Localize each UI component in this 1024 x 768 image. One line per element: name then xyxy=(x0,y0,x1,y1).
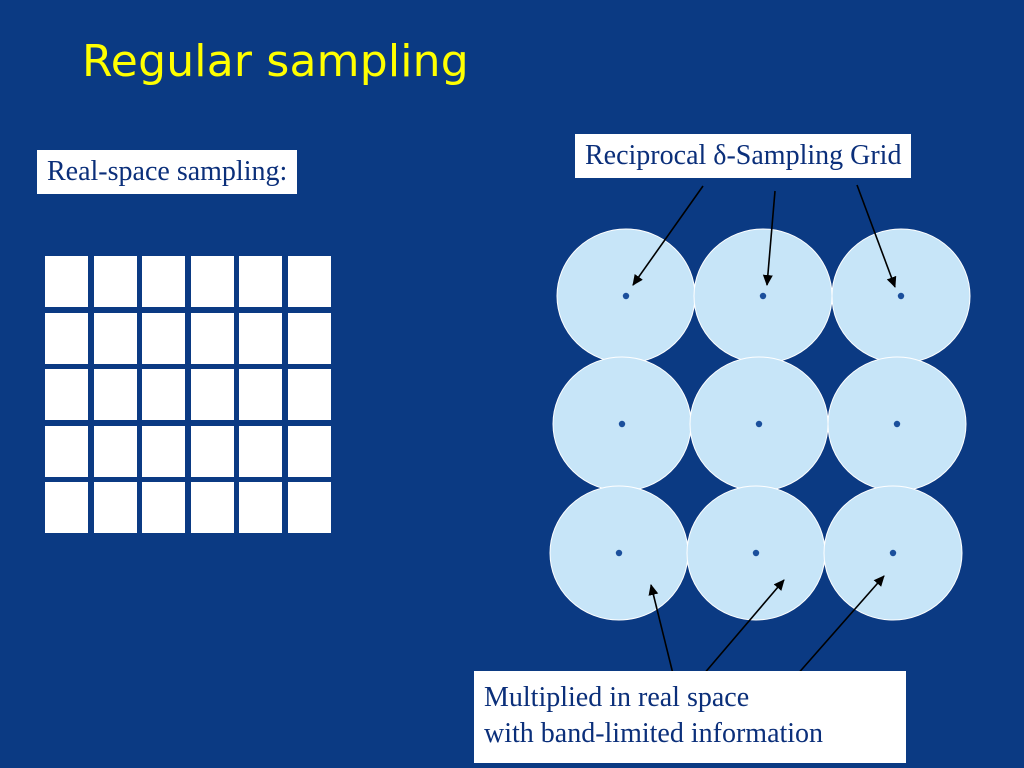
delta-sample-dot xyxy=(759,292,767,300)
annotation-arrow xyxy=(696,579,785,683)
grid-cell xyxy=(288,313,331,364)
grid-cell xyxy=(191,256,234,307)
delta-sample-dot xyxy=(618,420,626,428)
grid-cell xyxy=(94,369,137,420)
grid-cell xyxy=(94,426,137,477)
band-limit-circle xyxy=(686,485,826,621)
delta-sample-dots xyxy=(615,292,905,557)
grid-cell xyxy=(94,313,137,364)
grid-cell xyxy=(191,426,234,477)
band-limit-circle xyxy=(549,485,689,621)
band-limit-circle xyxy=(831,228,971,364)
delta-sample-dot xyxy=(622,292,630,300)
multiplied-label: Multiplied in real space with band-limit… xyxy=(474,671,906,763)
grid-cell xyxy=(191,313,234,364)
band-limit-circle xyxy=(689,356,829,492)
grid-cell xyxy=(45,369,88,420)
reciprocal-grid-label: Reciprocal δ-Sampling Grid xyxy=(575,134,912,178)
grid-cell xyxy=(191,482,234,533)
band-limit-circle xyxy=(823,485,963,621)
grid-cell xyxy=(239,426,282,477)
grid-cell xyxy=(142,369,185,420)
real-space-sample-grid xyxy=(45,256,333,536)
grid-cell xyxy=(45,426,88,477)
real-space-label: Real-space sampling: xyxy=(37,150,298,194)
band-limit-circle xyxy=(827,356,967,492)
grid-cell xyxy=(288,426,331,477)
multiplied-label-line-2: with band-limited information xyxy=(484,718,824,749)
grid-cell xyxy=(239,369,282,420)
delta-sample-dot xyxy=(755,420,763,428)
band-limit-circle xyxy=(693,228,833,364)
multiplied-label-line-1: Multiplied in real space xyxy=(484,682,750,713)
annotation-arrows xyxy=(632,184,897,683)
grid-cell xyxy=(288,256,331,307)
grid-cell xyxy=(191,369,234,420)
delta-sample-dot xyxy=(889,549,897,557)
annotation-arrow xyxy=(648,584,675,679)
grid-cell xyxy=(142,482,185,533)
delta-sample-dot xyxy=(893,420,901,428)
grid-cell xyxy=(142,256,185,307)
annotation-arrow xyxy=(762,190,776,286)
band-limit-circles xyxy=(549,228,971,621)
grid-cell xyxy=(288,369,331,420)
grid-cell xyxy=(239,482,282,533)
slide-title: Regular sampling xyxy=(82,36,469,87)
grid-cell xyxy=(142,426,185,477)
grid-cell xyxy=(94,482,137,533)
grid-cell xyxy=(45,482,88,533)
annotation-arrow xyxy=(795,575,885,677)
grid-cell xyxy=(45,256,88,307)
grid-cell xyxy=(94,256,137,307)
grid-cell xyxy=(239,256,282,307)
grid-cell xyxy=(288,482,331,533)
band-limit-circle xyxy=(556,228,696,364)
grid-cell xyxy=(142,313,185,364)
delta-sample-dot xyxy=(752,549,760,557)
annotation-arrow xyxy=(632,185,704,286)
annotation-arrow xyxy=(856,184,897,288)
delta-sample-dot xyxy=(897,292,905,300)
delta-sample-dot xyxy=(615,549,623,557)
band-limit-circle xyxy=(552,356,692,492)
grid-cell xyxy=(45,313,88,364)
grid-cell xyxy=(239,313,282,364)
